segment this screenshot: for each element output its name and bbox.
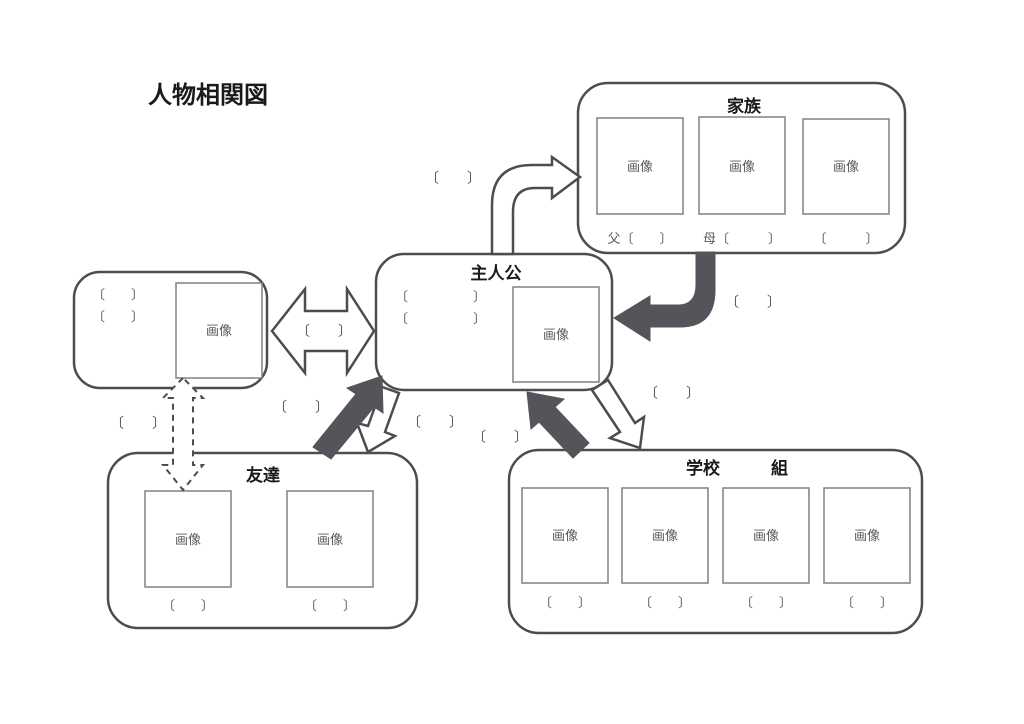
protagonist-field-1: 〔 〕 <box>395 289 486 304</box>
arrow-family-to-protagonist <box>613 251 716 342</box>
school-field-4: 〔 〕 <box>841 595 893 610</box>
side-character-image <box>175 282 263 379</box>
family-image-2 <box>698 116 786 215</box>
friends-title: 友達 <box>246 465 280 485</box>
arrow-protagonist-to-friends <box>354 385 401 454</box>
school-title: 学校 組 <box>686 458 788 478</box>
friends-image-label-2: 画像 <box>317 532 343 547</box>
school-image-label-3: 画像 <box>753 528 779 543</box>
friends-field-1: 〔 〕 <box>162 598 214 613</box>
family-image-3 <box>802 118 890 215</box>
family-image-label-3: 画像 <box>833 159 859 174</box>
relationship-label-to-family: 〔 〕 <box>425 170 481 186</box>
school-image-label-4: 画像 <box>854 528 880 543</box>
school-box <box>507 448 924 635</box>
school-field-2: 〔 〕 <box>639 595 691 610</box>
arrow-school-to-protagonist <box>526 391 590 459</box>
friends-image-1 <box>144 490 232 588</box>
school-image-3 <box>722 487 810 584</box>
friends-image-label-1: 画像 <box>175 532 201 547</box>
arrow-protagonist-to-school <box>590 378 646 450</box>
family-image-label-2: 画像 <box>729 159 755 174</box>
family-mother-field: 母〔 〕 <box>703 231 781 246</box>
school-field-3: 〔 〕 <box>740 595 792 610</box>
protagonist-image <box>512 286 600 383</box>
school-image-label-1: 画像 <box>552 528 578 543</box>
page-title: 人物相関図 <box>148 82 268 109</box>
side-character-field-2: 〔 〕 <box>92 309 144 324</box>
side-character-image-label: 画像 <box>206 323 232 338</box>
relationship-label-to-friends-1: 〔 〕 <box>407 414 463 430</box>
friends-field-2: 〔 〕 <box>304 598 356 613</box>
side-character-field-1: 〔 〕 <box>92 287 144 302</box>
school-image-2 <box>621 487 709 584</box>
school-image-label-2: 画像 <box>652 528 678 543</box>
protagonist-title: 主人公 <box>471 263 522 283</box>
protagonist-field-2: 〔 〕 <box>395 311 486 326</box>
arrow-side-mutual <box>270 284 376 378</box>
school-field-1: 〔 〕 <box>539 595 591 610</box>
friends-image-2 <box>286 490 374 588</box>
protagonist-image-label: 画像 <box>543 327 569 342</box>
family-father-field: 父〔 〕 <box>607 231 672 246</box>
school-image-1 <box>521 487 609 584</box>
arrow-side-friends-dashed <box>160 376 206 492</box>
family-title: 家族 <box>727 96 762 116</box>
school-image-4 <box>823 487 911 584</box>
relationship-label-side-left: 〔 〕 <box>110 415 166 431</box>
relationship-label-to-friends-2: 〔 〕 <box>472 429 528 445</box>
relationship-label-side-right: 〔 〕 <box>273 399 329 415</box>
arrow-friends-to-protagonist <box>312 375 384 460</box>
family-image-1 <box>596 117 684 215</box>
relationship-label-side-mutual: 〔 〕 <box>296 323 352 339</box>
family-other-field: 〔 〕 <box>813 231 878 246</box>
arrow-protagonist-to-family <box>490 154 583 256</box>
relationship-label-from-family: 〔 〕 <box>725 294 781 310</box>
family-image-label-1: 画像 <box>627 159 653 174</box>
relationship-label-to-school: 〔 〕 <box>644 385 700 401</box>
